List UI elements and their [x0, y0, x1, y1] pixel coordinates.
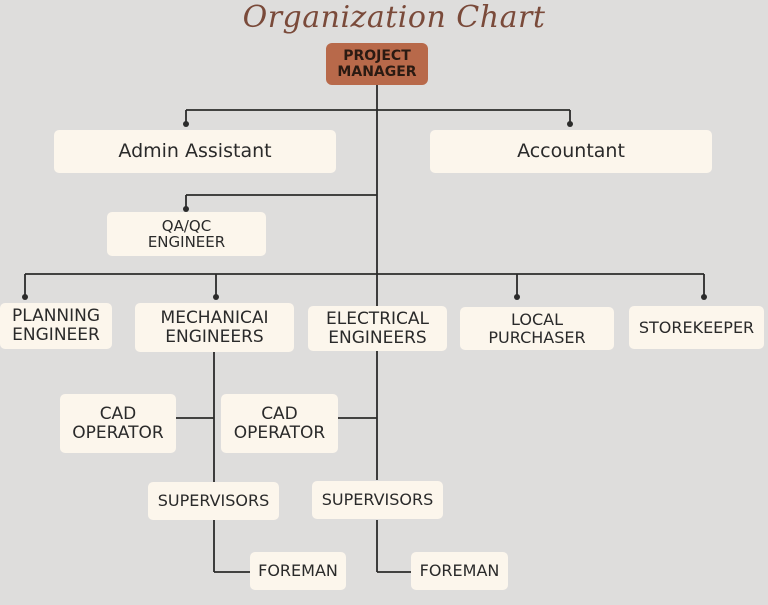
- node-local-purchaser: LOCAL PURCHASER: [460, 307, 614, 350]
- chart-title: Organization Chart: [242, 0, 546, 35]
- node-supervisors-electrical: SUPERVISORS: [312, 481, 443, 519]
- node-storekeeper: STOREKEEPER: [629, 306, 764, 349]
- node-electrical-engineers: ELECTRICAL ENGINEERS: [308, 306, 447, 351]
- node-foreman-mechanical: FOREMAN: [250, 552, 346, 590]
- node-planning-engineer: PLANNING ENGINEER: [0, 303, 112, 349]
- node-qa-qc-engineer: QA/QC ENGINEER: [107, 212, 266, 256]
- node-mechanical-engineers: MECHANICAI ENGINEERS: [135, 303, 294, 352]
- node-supervisors-mechanical: SUPERVISORS: [148, 482, 279, 520]
- node-foreman-electrical: FOREMAN: [411, 552, 508, 590]
- node-cad-operator-electrical: CAD OPERATOR: [221, 394, 338, 453]
- node-project-manager: PROJECT MANAGER: [326, 43, 428, 85]
- node-accountant: Accountant: [430, 130, 712, 173]
- node-cad-operator-mechanical: CAD OPERATOR: [60, 394, 176, 453]
- node-admin-assistant: Admin Assistant: [54, 130, 336, 173]
